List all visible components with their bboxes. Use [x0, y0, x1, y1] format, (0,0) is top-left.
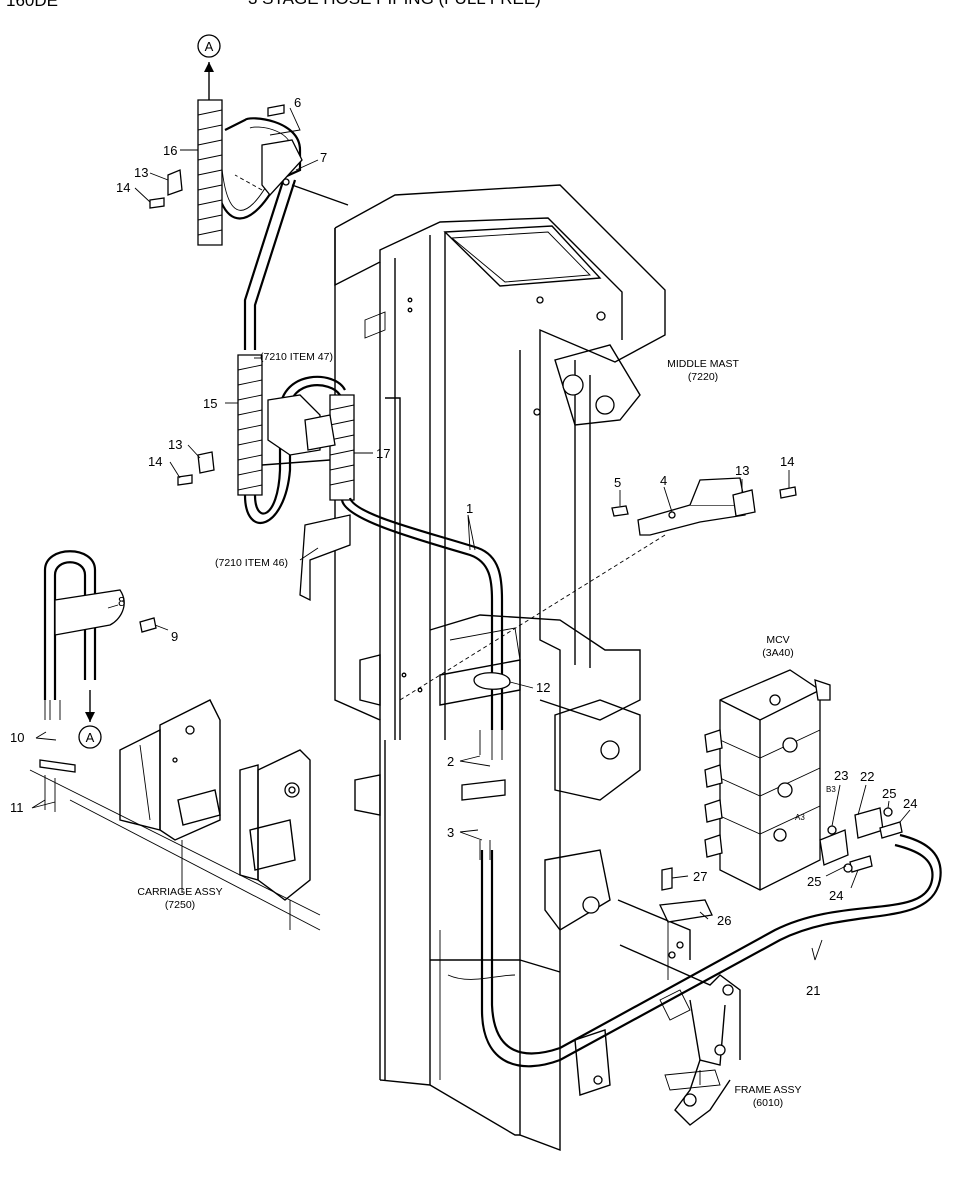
label-middle-mast: MIDDLE MAST	[667, 358, 739, 370]
callout-14-top: 14	[116, 180, 130, 195]
main-hoses	[340, 497, 942, 1068]
callout-26: 26	[717, 913, 731, 928]
callout-21: 21	[806, 983, 820, 998]
adapter-22-lower	[819, 829, 849, 866]
callout-13-mid: 13	[168, 437, 182, 452]
adapter-22-upper	[854, 807, 884, 839]
callout-14-mid: 14	[148, 454, 162, 469]
diagram-title: 3 STAGE HOSE PIPING (FULL FREE)	[248, 0, 541, 8]
connector-plate	[39, 759, 76, 773]
callout-7: 7	[320, 150, 327, 165]
callout-11: 11	[10, 800, 24, 815]
callout-14-right: 14	[780, 454, 794, 469]
label-carriage: CARRIAGE ASSY	[137, 886, 222, 898]
label-frame: FRAME ASSY	[734, 1084, 801, 1096]
callout-23: 23	[834, 768, 848, 783]
callout-15: 15	[203, 396, 217, 411]
callout-24-lower: 24	[829, 888, 843, 903]
callout-5: 5	[614, 475, 621, 490]
connector-a-left	[78, 725, 102, 749]
label-ref-item-46: (7210 ITEM 46)	[215, 557, 288, 569]
model-code: 160DE	[6, 0, 58, 10]
callout-22: 22	[860, 769, 874, 784]
callout-13-top: 13	[134, 165, 148, 180]
callout-24-upper: 24	[903, 796, 917, 811]
elbow-24-upper	[879, 821, 903, 839]
bolt-14-right	[779, 486, 797, 499]
top-hose-loop	[197, 99, 349, 350]
hose-guide-8	[54, 589, 125, 636]
carriage-assembly	[29, 699, 321, 931]
callout-2: 2	[447, 754, 454, 769]
callout-25-upper: 25	[882, 786, 896, 801]
label-port-b3: B3	[826, 785, 836, 794]
connector-a-top	[197, 34, 221, 58]
connector-a-top-label: A	[205, 39, 214, 54]
mast-roller	[562, 374, 584, 396]
leader-lines	[31, 107, 911, 1085]
frame-assembly	[617, 899, 741, 1126]
connector-a-left-label: A	[86, 730, 95, 745]
bracket-4	[637, 504, 746, 536]
bolt-hole	[536, 296, 544, 304]
pivot-boss	[600, 740, 620, 760]
assembly-labels: MIDDLE MAST (7220) MCV (3A40) CARRIAGE A…	[137, 351, 836, 1109]
label-carriage-code: (7250)	[165, 899, 195, 911]
fitting-plate	[461, 779, 506, 801]
hose-clamp-7	[261, 139, 303, 196]
label-mcv-code: (3A40)	[762, 647, 794, 659]
callout-25-lower: 25	[807, 874, 821, 889]
o-ring-25-lower	[843, 863, 853, 873]
bolt-14-mid	[177, 474, 193, 486]
label-mcv: MCV	[766, 634, 789, 646]
label-port-a3: A3	[795, 813, 805, 822]
o-ring-23	[827, 825, 837, 835]
clip-13-right	[732, 489, 756, 517]
label-frame-code: (6010)	[753, 1097, 783, 1109]
callout-8: 8	[118, 594, 125, 609]
bolt-6	[267, 104, 285, 117]
callout-13-right: 13	[735, 463, 749, 478]
callout-27: 27	[693, 869, 707, 884]
callout-9: 9	[171, 629, 178, 644]
label-ref-item-47: (7210 ITEM 47)	[260, 351, 333, 363]
protective-sleeve-15	[237, 354, 263, 496]
hose-clamp-12	[473, 672, 511, 690]
o-ring-25-upper	[883, 807, 893, 817]
callout-3: 3	[447, 825, 454, 840]
callout-1: 1	[466, 501, 473, 516]
middle-hose-loop	[237, 354, 355, 524]
clip-13-top	[167, 169, 183, 196]
mcv-valve	[704, 669, 903, 891]
mounting-brackets	[139, 104, 797, 980]
bracket-26	[659, 899, 713, 923]
mast-roller	[595, 395, 615, 415]
callout-12: 12	[536, 680, 550, 695]
bolt-5	[611, 505, 629, 517]
bolt-9	[139, 617, 157, 633]
callout-17: 17	[376, 446, 390, 461]
bolt-14-top	[149, 197, 165, 209]
callout-16: 16	[163, 143, 177, 158]
callout-6: 6	[294, 95, 301, 110]
elbow-24-lower	[849, 855, 873, 873]
mast-structure	[334, 184, 666, 1152]
label-middle-mast-code: (7220)	[688, 371, 718, 383]
bracket-ref-46	[299, 514, 351, 602]
left-hose-loop	[39, 550, 125, 812]
pivot-boss	[582, 896, 600, 914]
callout-numbers: 1 2 3 4 5 6 7 8 9 10 11 12 13 13 13 14 1…	[10, 95, 917, 998]
bolt-27	[661, 867, 673, 891]
callout-4: 4	[660, 473, 667, 488]
callout-10: 10	[10, 730, 24, 745]
bolt-hole	[596, 311, 606, 321]
clip-13-mid	[197, 451, 215, 474]
